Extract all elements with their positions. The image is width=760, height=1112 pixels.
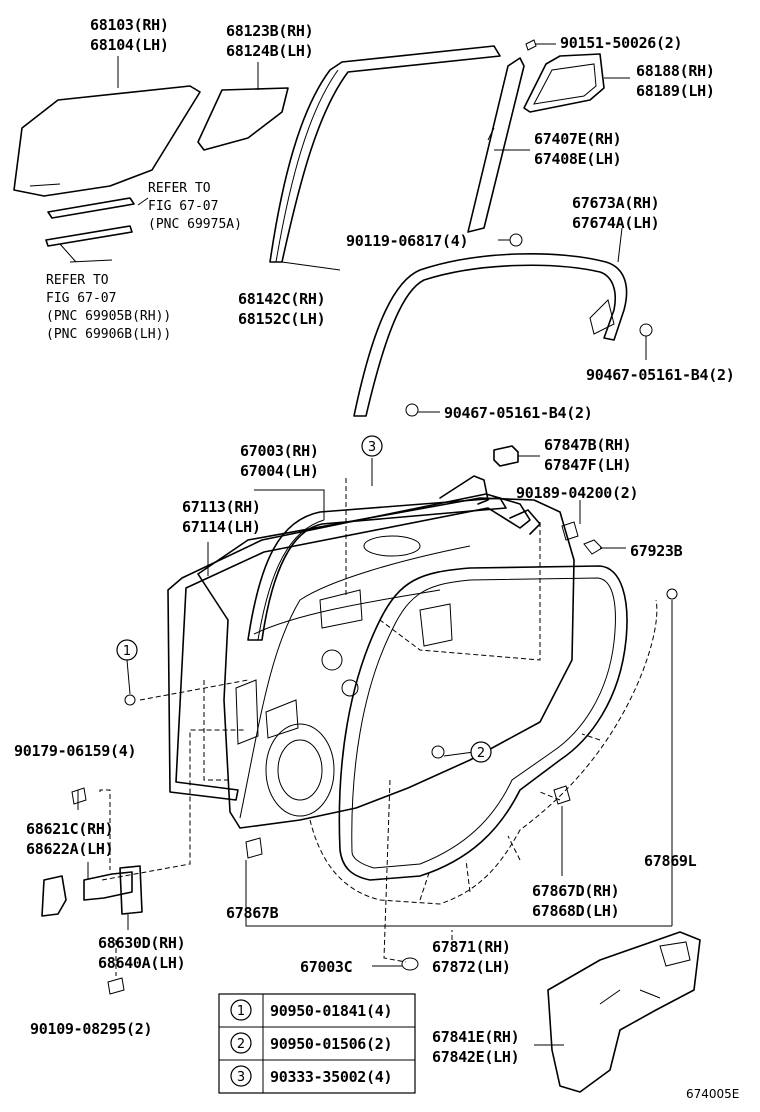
label-67114: 67114(LH) bbox=[182, 518, 261, 536]
label-67004: 67004(LH) bbox=[240, 462, 319, 480]
label-67867d: 67867D(RH) bbox=[532, 882, 619, 900]
svg-text:90950-01841(4): 90950-01841(4) bbox=[270, 1002, 392, 1020]
door-outer-weatherstrip bbox=[167, 493, 531, 801]
label-67003: 67003(RH) bbox=[240, 442, 319, 460]
division-bar-run bbox=[467, 57, 525, 233]
svg-text:2: 2 bbox=[477, 746, 485, 761]
label-refer-1a: REFER TO bbox=[148, 181, 211, 196]
door-panel bbox=[197, 497, 575, 829]
callout-legend-table: 1 90950-01841(4) 2 90950-01506(2) 3 9033… bbox=[218, 993, 416, 1094]
label-67842e: 67842E(LH) bbox=[432, 1048, 519, 1066]
service-hole-cover bbox=[547, 931, 701, 1093]
label-67113: 67113(RH) bbox=[182, 498, 261, 516]
label-90109: 90109-08295(2) bbox=[30, 1020, 152, 1038]
label-68123b: 68123B(RH) bbox=[226, 22, 313, 40]
label-68103: 68103(RH) bbox=[90, 16, 169, 34]
label-67872: 67872(LH) bbox=[432, 958, 511, 976]
label-90189: 90189-04200(2) bbox=[516, 484, 638, 502]
label-67841e: 67841E(RH) bbox=[432, 1028, 519, 1046]
svg-text:3: 3 bbox=[237, 1070, 245, 1085]
label-67674a: 67674A(LH) bbox=[572, 214, 659, 232]
door-glass bbox=[13, 85, 201, 197]
label-68104: 68104(LH) bbox=[90, 36, 169, 54]
figure-code: 674005E bbox=[686, 1087, 739, 1101]
door-handle-bracket bbox=[439, 475, 541, 535]
glass-run-outer bbox=[353, 253, 628, 417]
label-68152c: 68152C(LH) bbox=[238, 310, 325, 328]
legend-row-3: 3 90333-35002(4) bbox=[230, 1065, 393, 1087]
svg-text:1: 1 bbox=[123, 644, 131, 659]
label-67867b: 67867B bbox=[226, 904, 279, 922]
svg-text:3: 3 bbox=[368, 440, 376, 455]
label-67847f: 67847F(LH) bbox=[544, 456, 631, 474]
label-90151: 90151-50026(2) bbox=[560, 34, 682, 52]
label-refer-1c: (PNC 69975A) bbox=[148, 217, 242, 232]
label-67869l: 67869L bbox=[644, 852, 697, 870]
label-refer-1b: FIG 67-07 bbox=[148, 199, 218, 214]
leader-lines bbox=[69, 43, 673, 1046]
label-68189: 68189(LH) bbox=[636, 82, 715, 100]
label-67673a: 67673A(RH) bbox=[572, 194, 659, 212]
legend-row-2: 2 90950-01506(2) bbox=[230, 1032, 393, 1054]
label-90467b: 90467-05161-B4(2) bbox=[444, 404, 592, 422]
label-67847b: 67847B(RH) bbox=[544, 436, 631, 454]
label-67868d: 67868D(LH) bbox=[532, 902, 619, 920]
label-68124b: 68124B(LH) bbox=[226, 42, 313, 60]
label-68188: 68188(RH) bbox=[636, 62, 715, 80]
quarter-window-weatherstrip bbox=[523, 53, 605, 113]
part-labels: 68103(RH) 68104(LH) 68123B(RH) 68124B(LH… bbox=[14, 16, 739, 1101]
svg-text:1: 1 bbox=[237, 1004, 245, 1019]
label-67923b: 67923B bbox=[630, 542, 683, 560]
label-90119: 90119-06817(4) bbox=[346, 232, 468, 250]
legend-row-1: 1 90950-01841(4) bbox=[230, 999, 393, 1021]
door-frame-moulding bbox=[269, 45, 501, 263]
door-belt-moulding bbox=[247, 497, 507, 641]
callout-3: 3 bbox=[361, 435, 383, 457]
label-67871: 67871(RH) bbox=[432, 938, 511, 956]
label-90179: 90179-06159(4) bbox=[14, 742, 136, 760]
callout-1: 1 bbox=[116, 639, 138, 695]
label-67408e: 67408E(LH) bbox=[534, 150, 621, 168]
label-refer-2c: (PNC 69905B(RH)) bbox=[46, 309, 171, 324]
door-check bbox=[41, 865, 143, 917]
svg-text:2: 2 bbox=[237, 1037, 245, 1052]
label-refer-2a: REFER TO bbox=[46, 273, 109, 288]
window-run-channels bbox=[45, 197, 135, 263]
label-refer-2d: (PNC 69906B(LH)) bbox=[46, 327, 171, 342]
label-refer-2b: FIG 67-07 bbox=[46, 291, 116, 306]
label-68640a: 68640A(LH) bbox=[98, 954, 185, 972]
callout-2: 2 bbox=[470, 741, 492, 763]
label-68622a: 68622A(LH) bbox=[26, 840, 113, 858]
label-90467a: 90467-05161-B4(2) bbox=[586, 366, 734, 384]
label-67407e: 67407E(RH) bbox=[534, 130, 621, 148]
label-68142c: 68142C(RH) bbox=[238, 290, 325, 308]
label-67003c: 67003C bbox=[300, 958, 352, 976]
label-68630d: 68630D(RH) bbox=[98, 934, 185, 952]
door-opening-weatherstrip bbox=[338, 565, 628, 881]
quarter-glass bbox=[197, 87, 289, 151]
svg-text:90333-35002(4): 90333-35002(4) bbox=[270, 1068, 392, 1086]
svg-text:90950-01506(2): 90950-01506(2) bbox=[270, 1035, 392, 1053]
label-68621c: 68621C(RH) bbox=[26, 820, 113, 838]
